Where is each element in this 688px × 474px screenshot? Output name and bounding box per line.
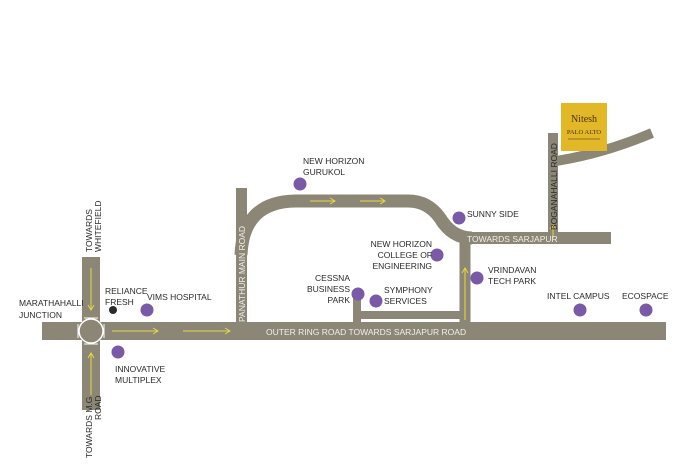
arrow-icon [183, 327, 231, 335]
gurukol-label-1: NEW HORIZON [303, 156, 364, 166]
cessna-label-1: CESSNA [315, 273, 350, 283]
intel-label: INTEL CAMPUS [547, 291, 610, 301]
arrow-icon [461, 267, 469, 320]
vrindavan-label-1: VRINDAVAN [488, 265, 536, 275]
nhce-label-1: NEW HORIZON [371, 239, 432, 249]
cessna-label-2: BUSINESS [307, 284, 350, 294]
new-horizon-gurukol-marker[interactable] [293, 177, 307, 191]
loop-road [234, 194, 473, 256]
vrindavan-tech-park-marker[interactable] [470, 271, 484, 285]
towards-mg-road-label-1: TOWARDS M.G [84, 397, 94, 458]
arrow-icon [549, 224, 557, 238]
marathahalli-roundabout [78, 318, 104, 344]
cessna-business-park-marker[interactable] [351, 287, 365, 301]
marathahalli-label-1: MARATHAHALLI [19, 298, 84, 308]
roads [42, 128, 666, 410]
arrow-icon [87, 268, 95, 311]
direction-arrows [87, 197, 557, 395]
symphony-services-marker[interactable] [369, 294, 383, 308]
vrindavan-label-2: TECH PARK [488, 276, 536, 286]
sunny-side-marker[interactable] [452, 211, 466, 225]
logo-background [561, 103, 607, 151]
reliance-label-2: FRESH [105, 297, 134, 307]
intel-campus-marker[interactable] [573, 303, 587, 317]
arrow-icon [112, 327, 159, 335]
nhce-label-2: COLLEGE OF [378, 250, 432, 260]
reliance-fresh-marker[interactable] [109, 306, 117, 314]
palo-alto-access-road [548, 128, 654, 167]
outer-ring-road-label: OUTER RING ROAD TOWARDS SARJAPUR ROAD [266, 327, 466, 337]
logo-brand: Nitesh [571, 114, 597, 125]
nhce-label-3: ENGINEERING [372, 261, 432, 271]
marathahalli-label-2: JUNCTION [19, 310, 62, 320]
points-of-interest [109, 177, 653, 359]
nitesh-palo-alto-logo: Nitesh PALO ALTO [561, 103, 607, 151]
sunny-side-label: SUNNY SIDE [467, 209, 519, 219]
arrow-icon [360, 197, 386, 205]
ecospace-marker[interactable] [639, 303, 653, 317]
towards-whitefield-label-1: TOWARDS [84, 209, 94, 252]
vims-hospital-marker[interactable] [140, 303, 154, 317]
symphony-label-2: SERVICES [384, 296, 427, 306]
arrow-icon [87, 352, 95, 395]
towards-sarjapur-label: TOWARDS SARJAPUR [467, 234, 558, 244]
innovative-label-1: INNOVATIVE [115, 364, 166, 374]
gurukol-label-2: GURUKOL [303, 167, 345, 177]
towards-whitefield-label-2: WHITEFIELD [93, 201, 103, 252]
innovative-label-2: MULTIPLEX [115, 375, 162, 385]
vims-label: VIMS HOSPITAL [147, 292, 212, 302]
cessna-label-3: PARK [327, 295, 350, 305]
towards-mg-road-label-2: ROAD [93, 395, 103, 420]
reliance-label-1: RELIANCE [105, 286, 148, 296]
logo-project: PALO ALTO [567, 129, 602, 136]
ecospace-label: ECOSPACE [622, 291, 669, 301]
symphony-label-1: SYMPHONY [384, 285, 433, 295]
innovative-multiplex-marker[interactable] [111, 345, 125, 359]
arrow-icon [310, 197, 336, 205]
panathur-road-label: PANATHUR MAIN ROAD [237, 226, 247, 322]
new-horizon-college-marker[interactable] [430, 248, 444, 262]
boganahalli-road-label: BOGANAHALLI ROAD [549, 143, 559, 230]
